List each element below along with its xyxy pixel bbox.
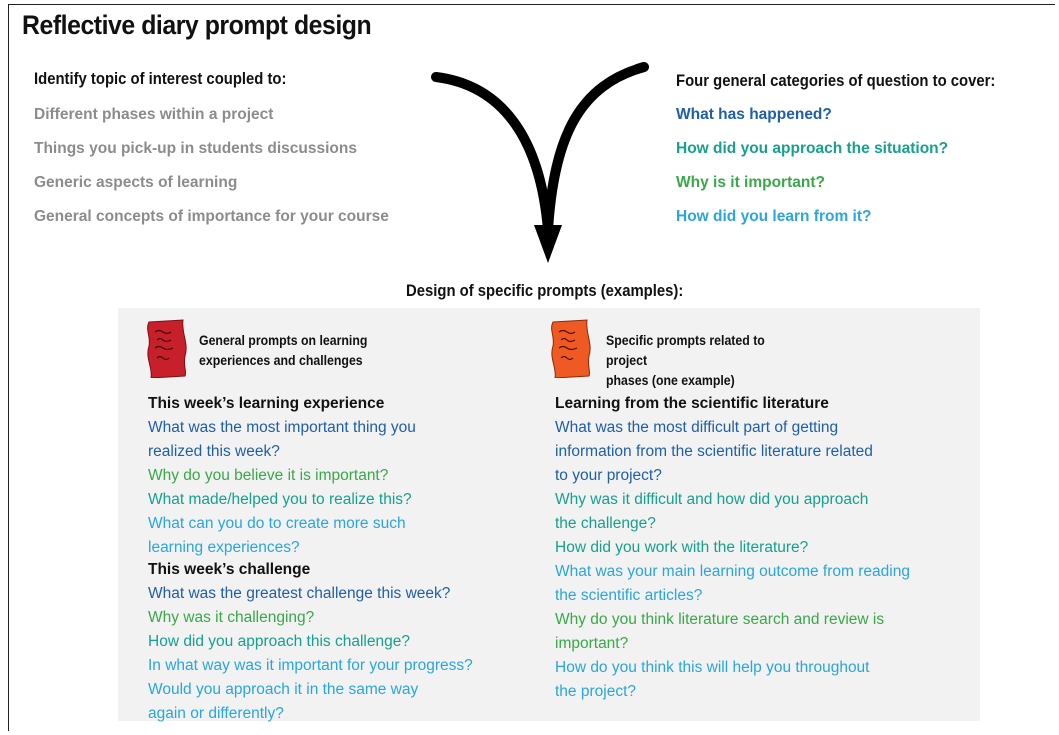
prompt-question: realized this week? [148, 443, 280, 460]
diagram-title: Reflective diary prompt design [22, 10, 372, 40]
prompt-question: learning experiences? [148, 539, 300, 556]
topic-list: Different phases within a project Things… [34, 104, 389, 240]
prompt-question: Why do you believe it is important? [148, 467, 389, 484]
categories-heading: Four general categories of question to c… [676, 72, 996, 90]
prompt-question: What was the most important thing you [148, 419, 416, 436]
category-item: How did you learn from it? [676, 208, 872, 225]
challenge-section: This week’s challenge What was the great… [148, 558, 473, 726]
section-heading: This week’s learning experience [148, 395, 385, 412]
prompt-question: important? [555, 635, 629, 652]
prompt-question: What was the greatest challenge this wee… [148, 585, 451, 602]
prompt-question: In what way was it important for your pr… [148, 657, 473, 674]
categories-list: What has happened? How did you approach … [676, 104, 948, 240]
topic-item: General concepts of importance for your … [34, 208, 389, 225]
prompt-question: Why was it challenging? [148, 609, 315, 626]
prompt-question: How did you work with the literature? [555, 539, 809, 556]
topic-item: Generic aspects of learning [34, 174, 238, 191]
merge-arrow-icon [431, 62, 649, 263]
category-item: Why is it important? [676, 174, 825, 191]
prompt-question: Would you approach it in the same way [148, 681, 419, 698]
topic-heading: Identify topic of interest coupled to: [34, 70, 287, 88]
topic-item: Different phases within a project [34, 106, 274, 123]
prompt-question: to your project? [555, 467, 662, 484]
general-prompts-title: General prompts on learning experiences … [199, 332, 368, 368]
learning-experience-section: This week’s learning experience What was… [148, 392, 416, 560]
prompt-question: How did you approach this challenge? [148, 633, 410, 650]
prompt-question: Why do you think literature search and r… [555, 611, 885, 628]
scroll-document-icon [551, 319, 591, 378]
specific-prompts-title: Specific prompts related to project phas… [606, 332, 765, 388]
prompt-question: again or differently? [148, 705, 284, 722]
specific-prompts-heading: Design of specific prompts (examples): [406, 282, 684, 300]
prompt-question: What was the most difficult part of gett… [555, 419, 839, 436]
prompt-question: the challenge? [555, 515, 656, 532]
scroll-document-icon [147, 319, 187, 378]
prompt-question: What can you do to create more such [148, 515, 406, 532]
section-heading: This week’s challenge [148, 561, 311, 578]
prompt-question: What made/helped you to realize this? [148, 491, 412, 508]
prompt-question: What was your main learning outcome from… [555, 563, 910, 580]
prompt-question: the scientific articles? [555, 587, 703, 604]
category-item: What has happened? [676, 106, 832, 123]
section-heading: Learning from the scientific literature [555, 395, 829, 412]
topic-item: Things you pick-up in students discussio… [34, 140, 357, 157]
prompt-question: information from the scientific literatu… [555, 443, 873, 460]
literature-section: Learning from the scientific literature … [555, 392, 910, 704]
prompt-question: Why was it difficult and how did you app… [555, 491, 869, 508]
category-item: How did you approach the situation? [676, 140, 949, 157]
examples-panel: General prompts on learning experiences … [118, 308, 980, 722]
prompt-question: How do you think this will help you thro… [555, 659, 870, 676]
prompt-question: the project? [555, 683, 636, 700]
figure-frame [8, 4, 1055, 731]
